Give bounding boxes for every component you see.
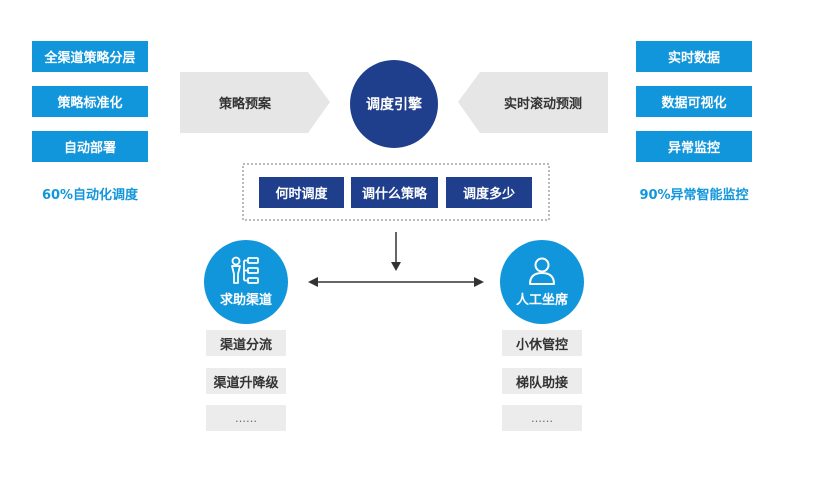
- help-channel-item-upgrade-downgrade: 渠道升降级: [206, 368, 286, 394]
- agent-seat-label: 人工坐席: [515, 293, 568, 308]
- left-item-auto-deploy: 自动部署: [32, 131, 148, 162]
- right-item-data-visualization: 数据可视化: [636, 86, 752, 117]
- questions-dotted-frame: [242, 163, 550, 221]
- right-metric: 90%异常智能监控: [639, 188, 749, 203]
- help-channel-item-diversion: 渠道分流: [206, 330, 286, 356]
- help-channel-circle: 求助渠道: [204, 240, 288, 324]
- dispatch-engine-label: 调度引擎: [366, 97, 422, 113]
- left-item-strategy-standardization: 策略标准化: [32, 86, 148, 117]
- left-arrow-label: 策略预案: [218, 97, 271, 112]
- agent-seat-item-break-control: 小休管控: [502, 330, 582, 356]
- question-how-much: 调度多少: [446, 177, 532, 208]
- down-arrow-head: [391, 262, 401, 271]
- agent-seat-item-tier-assist: 梯队助接: [502, 368, 582, 394]
- left-arrow-shape: [180, 72, 330, 133]
- left-metric: 60%自动化调度: [41, 188, 139, 203]
- left-item-strategy-layering: 全渠道策略分层: [32, 41, 148, 72]
- right-arrow-label: 实时滚动预测: [503, 97, 582, 112]
- double-arrow-left-head: [308, 277, 318, 287]
- double-arrow-right-head: [474, 277, 484, 287]
- question-what-strategy: 调什么策略: [351, 177, 438, 208]
- right-item-anomaly-monitor: 异常监控: [636, 131, 752, 162]
- right-item-realtime-data: 实时数据: [636, 41, 752, 72]
- dispatch-engine-circle: 调度引擎: [350, 60, 438, 148]
- agent-seat-item-more: ……: [502, 405, 582, 431]
- agent-seat-circle: 人工坐席: [500, 240, 584, 324]
- help-channel-item-more: ……: [206, 405, 286, 431]
- flowchart-icon: [231, 256, 259, 284]
- help-channel-label: 求助渠道: [219, 293, 272, 308]
- question-when: 何时调度: [259, 177, 344, 208]
- right-arrow-shape: [458, 72, 608, 133]
- person-icon: [529, 257, 555, 285]
